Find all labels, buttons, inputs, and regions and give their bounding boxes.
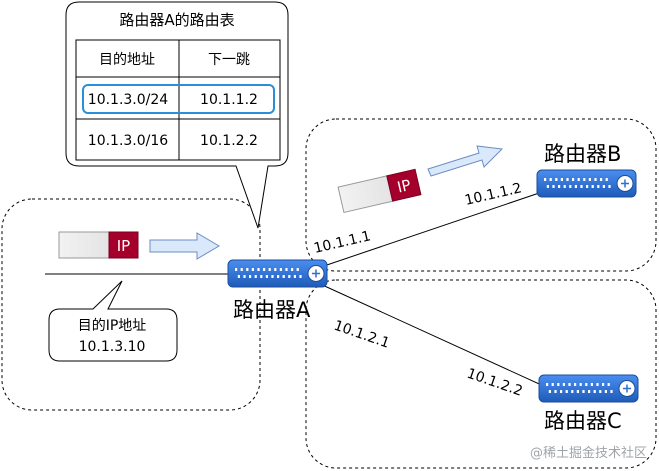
router-c-network-region	[305, 279, 657, 469]
packet-upper-ip-label: IP	[395, 176, 412, 197]
router-b-label: 路由器B	[544, 142, 621, 166]
router-c-icon	[538, 374, 639, 403]
table-row-1-next-hop: 10.1.1.2	[200, 92, 258, 108]
link-label-a-c-far: 10.1.2.2	[465, 366, 525, 400]
routing-table-title: 路由器A的路由表	[119, 11, 234, 29]
router-c-label: 路由器C	[544, 409, 622, 433]
table-row-1-dest: 10.1.3.0/24	[88, 92, 169, 108]
dest-ip-callout-line2: 10.1.3.10	[79, 339, 146, 355]
link-label-a-b-far: 10.1.1.2	[463, 180, 523, 209]
highlighted-route-row	[82, 84, 275, 114]
routing-table	[75, 39, 281, 161]
arrow-left-icon	[149, 232, 220, 260]
router-b-network-region	[305, 118, 657, 272]
link-label-a-c-near: 10.1.2.1	[332, 318, 392, 352]
dest-ip-callout-line1: 目的IP地址	[78, 318, 147, 334]
table-header-dest: 目的地址	[99, 52, 155, 68]
packet-left: IP	[58, 231, 139, 259]
packet-upper: IP	[337, 168, 422, 214]
router-b-icon	[536, 169, 637, 198]
link-a-to-b	[317, 189, 549, 269]
routing-table-callout	[65, 1, 289, 229]
watermark: @稀土掘金技术社区	[530, 445, 647, 461]
table-row-2-next-hop: 10.1.2.2	[200, 133, 258, 149]
router-a-icon	[227, 259, 328, 288]
table-row-2-dest: 10.1.3.0/16	[88, 133, 169, 149]
router-a-label: 路由器A	[233, 298, 311, 322]
left-network-region	[1, 198, 261, 411]
table-header-next-hop: 下一跳	[208, 52, 250, 68]
link-a-to-c	[317, 282, 549, 389]
dest-ip-callout	[48, 280, 178, 362]
packet-left-ip-label: IP	[117, 237, 130, 255]
arrow-upper-icon	[427, 145, 504, 177]
